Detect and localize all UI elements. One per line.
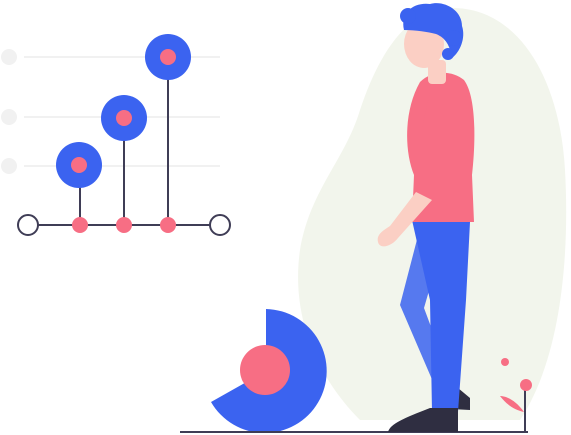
person: [377, 3, 475, 432]
grid-line: [24, 165, 220, 167]
person-hair-curl: [400, 8, 416, 24]
grid-bullet: [1, 109, 17, 125]
baseline-end-right: [209, 214, 231, 236]
lollipop-chart: [17, 34, 231, 236]
plant-bud: [520, 379, 532, 391]
person-back-leg: [400, 228, 456, 398]
person-hair-curl: [446, 30, 462, 46]
plant-leaf: [500, 396, 524, 412]
lollipop-core-medium: [116, 110, 132, 126]
person-forearm: [377, 192, 432, 247]
plant: [500, 358, 532, 432]
person-sleeve: [414, 92, 449, 200]
person-hair-curl: [442, 48, 454, 60]
plant-seed: [501, 358, 509, 366]
person-neck: [428, 60, 446, 84]
grid-line: [24, 56, 220, 58]
grid-bullet: [1, 49, 17, 65]
donut-segment: [211, 309, 327, 433]
base-dot: [160, 217, 176, 233]
person-front-shoe: [388, 408, 458, 432]
baseline-end-left: [17, 214, 39, 236]
base-dot: [116, 217, 132, 233]
donut-center: [240, 345, 290, 395]
grid-bullet: [1, 158, 17, 174]
lollipop-core-tall: [160, 49, 176, 65]
lollipop-core-short: [71, 157, 87, 173]
person-hair: [403, 3, 464, 58]
base-dot: [72, 217, 88, 233]
person-front-leg: [412, 220, 470, 412]
